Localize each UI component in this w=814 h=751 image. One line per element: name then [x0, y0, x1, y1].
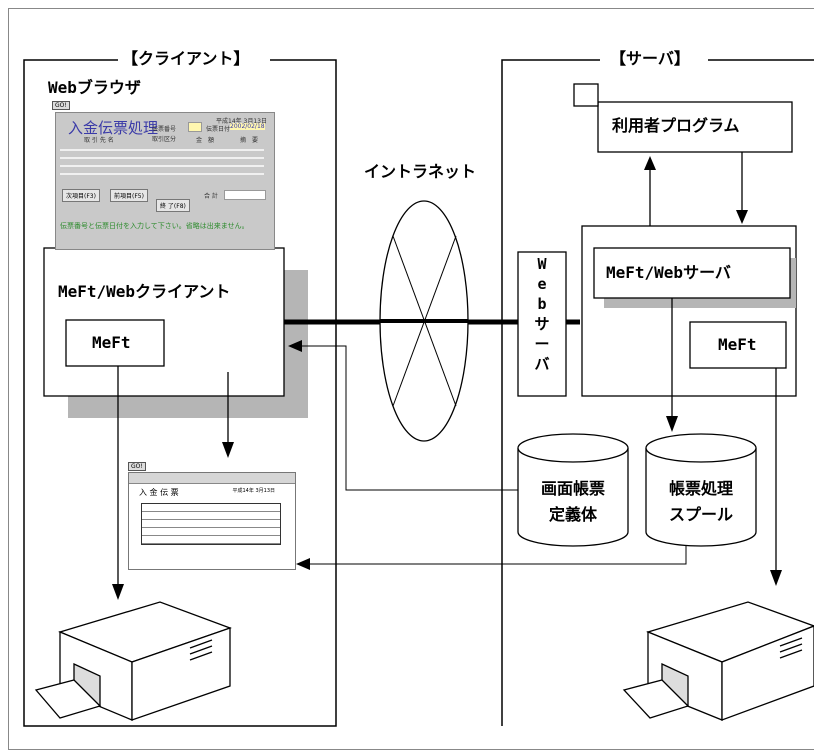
slip-no-input[interactable] [188, 122, 202, 132]
print-preview: 入 金 伝 票 平成14年 3月13日 [128, 472, 296, 570]
browser-form: 入金伝票処理 平成14年 3月13日 伝票番号 伝票日付 2002/02/18 … [55, 112, 275, 250]
preview-toolbar [129, 473, 295, 484]
arrow-to-preview [296, 558, 310, 570]
slip-date-input[interactable]: 2002/02/18 [230, 123, 265, 130]
arrow-up [644, 156, 656, 170]
next-button[interactable]: 次項目(F3) [62, 189, 100, 202]
web-server-label: W e b サ ー バ [534, 255, 550, 373]
screen-form-def-label: 画面帳票 定義体 [540, 479, 605, 524]
arrow-to-preview-down [222, 442, 234, 458]
total-field [224, 190, 266, 200]
server-section-box-left [501, 59, 600, 726]
web-server-box [517, 251, 567, 397]
client-section-box [23, 59, 337, 727]
col-type: 取引区分 [152, 136, 177, 143]
mefte-web-server-label: MeFt/Webサーバ [606, 263, 731, 282]
left-printer [34, 601, 232, 721]
col-amount: 金 額 [196, 137, 215, 144]
total-label: 合 計 [204, 193, 218, 200]
server-section-label: 【サーバ】 [606, 51, 694, 67]
screen-form-def-cylinder [517, 433, 629, 547]
mefte-web-client-label: MeFt/Webクライアント [58, 282, 231, 301]
preview-table [141, 503, 281, 545]
user-program-label: 利用者プログラム [612, 116, 740, 135]
mefte-right-box [689, 321, 787, 369]
form-title: 入金伝票処理 [68, 119, 159, 137]
mefte-right-label: MeFt [718, 335, 757, 354]
go-button[interactable]: GO! [52, 101, 70, 110]
preview-heading: 入 金 伝 票 [139, 488, 179, 497]
user-program-tab [573, 83, 599, 107]
mefte-web-server-box [593, 247, 791, 299]
arrow-to-left-printer [112, 584, 124, 600]
arrow-to-spool [666, 416, 678, 432]
outer-frame [8, 8, 814, 750]
preview-go-button[interactable]: GO! [128, 462, 146, 471]
client-section-label: 【クライアント】 [118, 51, 254, 67]
slip-date-label: 伝票日付 [206, 126, 231, 133]
arrow-down [736, 210, 748, 224]
slip-no-label: 伝票番号 [152, 126, 177, 133]
prev-button[interactable]: 前項目(F5) [110, 189, 148, 202]
user-program-box [597, 101, 793, 153]
mefte-left-box [65, 319, 165, 367]
arrow-to-client [288, 340, 302, 352]
right-printer [622, 601, 814, 721]
col-note: 摘 要 [240, 137, 259, 144]
form-spool-label: 帳票処理 スプール [668, 479, 733, 524]
intranet-label: イントラネット [364, 162, 477, 181]
web-browser-label: Webブラウザ [48, 78, 141, 97]
form-spool-cylinder [645, 433, 757, 547]
form-date: 平成14年 3月13日 [216, 118, 267, 125]
form-grid [60, 143, 264, 181]
form-message: 伝票番号と伝票日付を入力して下さい。省略は出来ません。 [60, 222, 249, 230]
arrow-to-right-printer [770, 570, 782, 586]
preview-date: 平成14年 3月13日 [232, 488, 276, 494]
mefte-left-label: MeFt [92, 333, 131, 352]
col-payee: 取 引 先 名 [84, 137, 114, 144]
end-button[interactable]: 終 了(F8) [156, 199, 190, 212]
